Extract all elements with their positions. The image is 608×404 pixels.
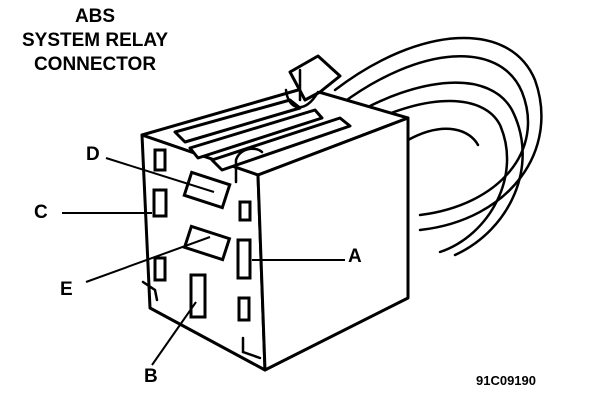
keying-notch xyxy=(141,280,159,302)
cavity-lower-left xyxy=(153,256,167,282)
connector-front-face xyxy=(256,116,410,372)
cavity-c xyxy=(152,188,168,218)
title-line-3: CONNECTOR xyxy=(33,54,157,75)
cavity-top-left xyxy=(153,148,167,172)
title-line-2: SYSTEM RELAY xyxy=(21,30,169,51)
cavity-upper-right xyxy=(238,200,252,222)
figure-code: 91C09190 xyxy=(476,373,536,388)
title-line-1: ABS xyxy=(74,6,116,27)
cavity-lower-right xyxy=(237,296,251,322)
callout-e: E xyxy=(60,279,73,300)
wire-harness xyxy=(333,36,543,257)
connector-latch xyxy=(173,54,352,184)
cavity-e xyxy=(182,224,232,262)
callout-d: D xyxy=(86,144,100,165)
leader-d xyxy=(105,157,215,193)
leader-b xyxy=(151,301,197,366)
cavity-a xyxy=(236,238,252,280)
cavity-b xyxy=(189,273,207,319)
callout-c: C xyxy=(34,202,48,223)
callout-a: A xyxy=(348,246,362,267)
callout-b: B xyxy=(144,366,158,387)
keying-notch-front xyxy=(241,336,262,360)
leader-e xyxy=(85,236,211,283)
